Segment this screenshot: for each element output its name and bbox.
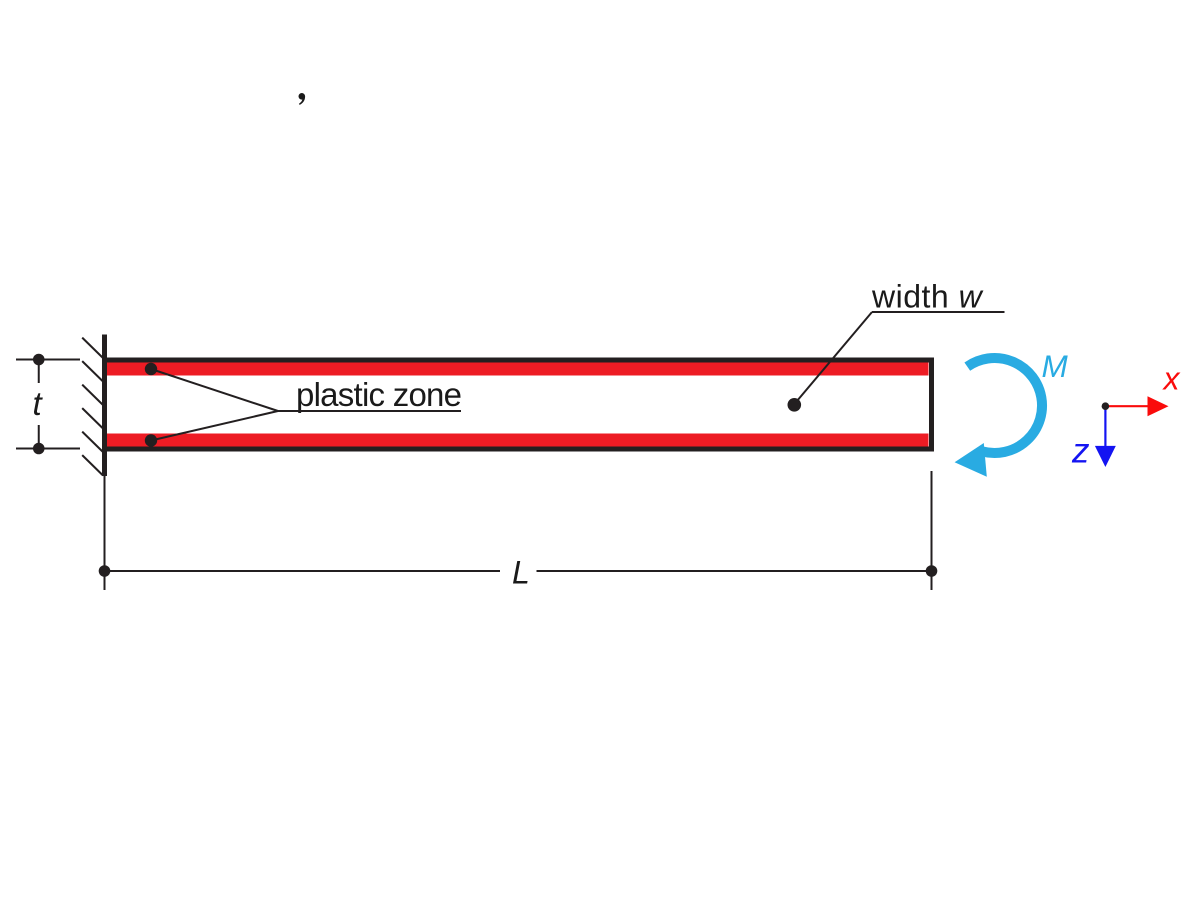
svg-text:t: t bbox=[33, 385, 44, 422]
svg-text:M: M bbox=[1042, 348, 1069, 384]
svg-text:L: L bbox=[512, 555, 530, 591]
svg-text:plastic zone: plastic zone bbox=[296, 376, 461, 413]
svg-text:width w: width w bbox=[871, 279, 984, 315]
svg-text:z: z bbox=[1071, 432, 1090, 471]
svg-text:x: x bbox=[1162, 361, 1181, 397]
